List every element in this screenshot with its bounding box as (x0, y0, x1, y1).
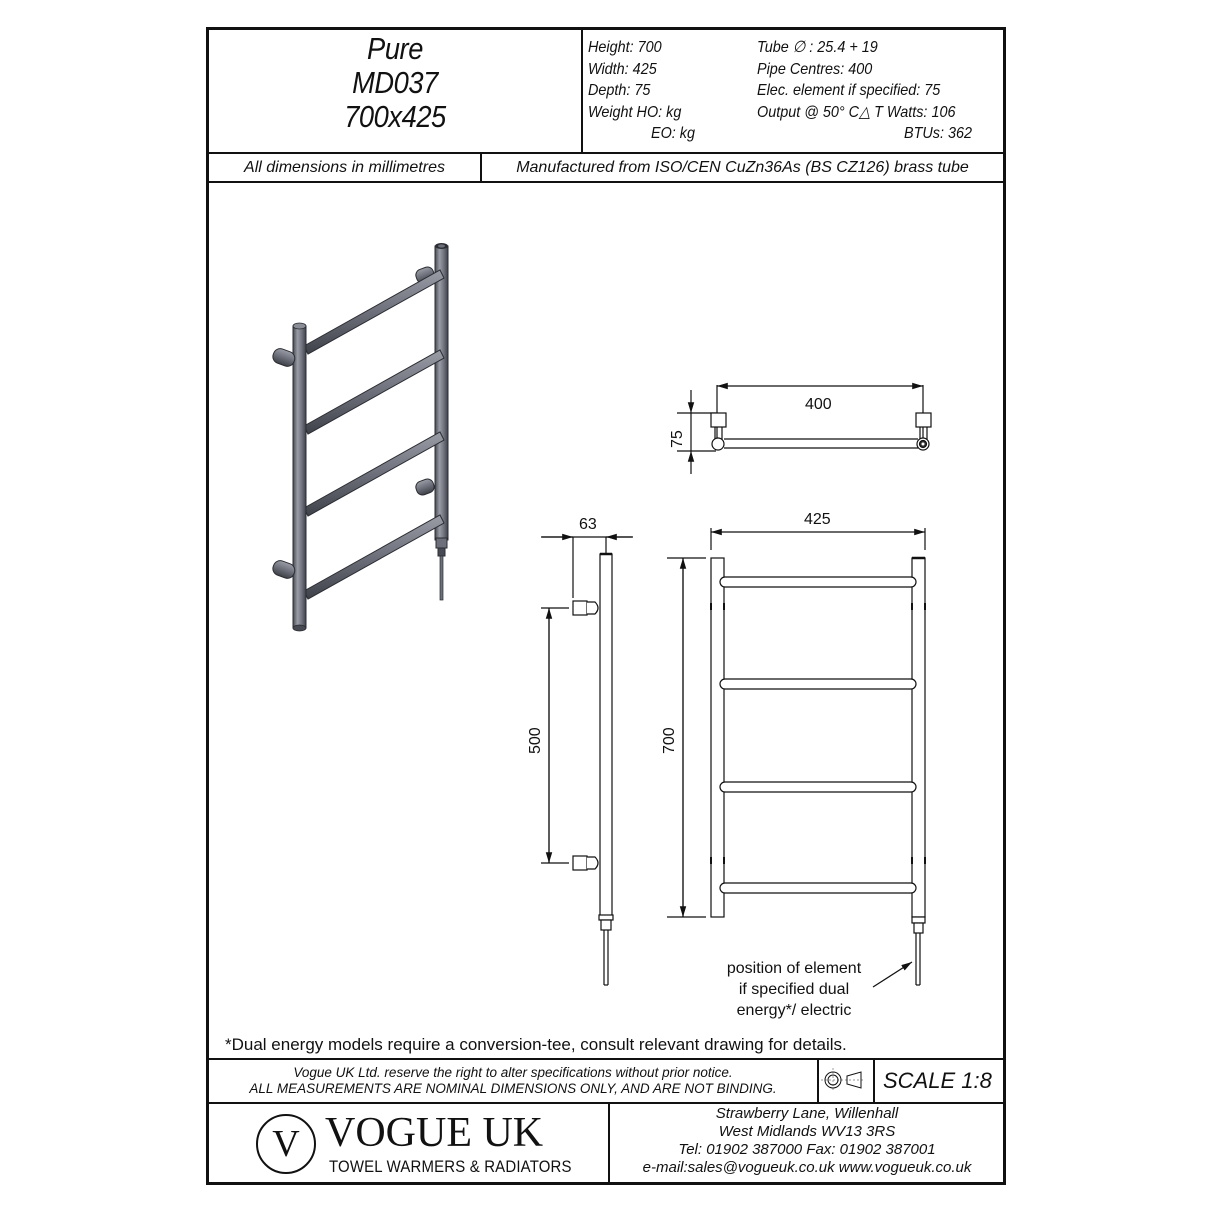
element-note-line-2: if specified dual (738, 981, 850, 998)
spec-pipe-centres: Pipe Centres: 400 (757, 61, 873, 78)
brand-tagline: TOWEL WARMERS & RADIATORS (329, 1157, 572, 1176)
spec-btus: BTUs: 362 (904, 125, 973, 142)
product-size: 700x425 (344, 99, 446, 134)
dual-energy-note: *Dual energy models require a conversion… (225, 1035, 847, 1054)
element-note-line-3: energy*/ electric (736, 1002, 852, 1019)
company-address: Strawberry Lane, Willenhall West Midland… (611, 1105, 1003, 1177)
model-code: MD037 (352, 65, 438, 100)
disclaimer-line-1: Vogue UK Ltd. reserve the right to alter… (293, 1065, 733, 1080)
plan-view (677, 382, 932, 474)
spec-height: Height: 700 (588, 39, 662, 56)
spec-tube-diameter: Tube ∅ : 25.4 + 19 (757, 39, 878, 56)
scale-divider (873, 1058, 875, 1102)
product-name: Pure (367, 31, 423, 66)
spec-weight-eo: EO: kg (651, 125, 696, 142)
address-street: Strawberry Lane, Willenhall (715, 1105, 899, 1122)
address-region: West Midlands WV13 3RS (718, 1123, 896, 1140)
side-view (541, 533, 633, 986)
units-note: All dimensions in millimetres (244, 159, 445, 176)
brand-monogram-circle: V (256, 1114, 316, 1174)
row2-bottom-divider (209, 181, 1003, 183)
technical-drawing (272, 243, 932, 988)
title-block: Pure MD037 700x425 (209, 30, 581, 154)
dim-pipe-centres: 400 (805, 396, 832, 413)
title-divider (581, 30, 583, 154)
element-note-line-1: position of element (726, 960, 862, 977)
spec-depth: Depth: 75 (588, 82, 651, 99)
spec-width: Width: 425 (588, 61, 657, 78)
disclaimer: Vogue UK Ltd. reserve the right to alter… (209, 1065, 817, 1097)
address-phone-fax: Tel: 01902 387000 Fax: 01902 387001 (678, 1141, 936, 1158)
address-email-web: e-mail:sales@vogueuk.co.uk www.vogueuk.c… (642, 1159, 972, 1176)
brand-name: VOGUE UK (325, 1110, 544, 1156)
third-angle-projection-icon (821, 1068, 865, 1092)
dim-width: 425 (804, 511, 831, 528)
spec-weight-ho: Weight HO: kg (588, 104, 682, 121)
spec-output-watts: Output @ 50° C△ T Watts: 106 (757, 104, 956, 121)
disclaimer-bottom-divider (209, 1102, 1003, 1104)
dim-bracket-spacing: 500 (527, 727, 544, 754)
material-note: Manufactured from ISO/CEN CuZn36As (BS C… (516, 159, 969, 176)
isometric-render (272, 243, 449, 632)
dim-depth: 75 (669, 430, 686, 448)
disclaimer-divider (817, 1058, 819, 1102)
spec-elec-element: Elec. element if specified: 75 (757, 82, 941, 99)
dim-height: 700 (661, 727, 678, 754)
disclaimer-line-2: ALL MEASUREMENTS ARE NOMINAL DIMENSIONS … (249, 1081, 777, 1096)
scale-label: SCALE 1:8 (883, 1068, 992, 1093)
row2-divider (480, 154, 482, 182)
header-divider (209, 152, 1003, 154)
drawing-sheet: Pure MD037 700x425 Height: 700 Width: 42… (206, 27, 1006, 1185)
dim-wall-offset: 63 (579, 516, 597, 533)
footnote-divider (209, 1058, 1003, 1060)
brand-divider (608, 1102, 610, 1182)
element-note: position of element if specified dual en… (709, 958, 879, 1021)
front-view (667, 528, 926, 988)
brand-monogram: V (272, 1123, 300, 1165)
